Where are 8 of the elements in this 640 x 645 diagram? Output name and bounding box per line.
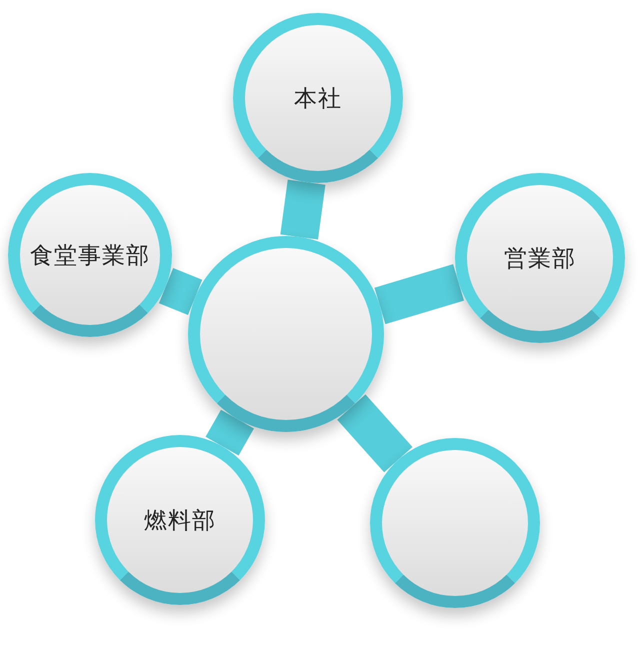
node-label: 食堂事業部 — [30, 242, 150, 270]
connector — [206, 410, 254, 456]
node-label: 本社 — [294, 84, 342, 114]
connector — [158, 268, 202, 315]
connector — [374, 264, 464, 324]
node-label: 燃料部 — [144, 506, 216, 536]
node-label: 営業部 — [504, 244, 576, 274]
connector — [280, 180, 326, 240]
